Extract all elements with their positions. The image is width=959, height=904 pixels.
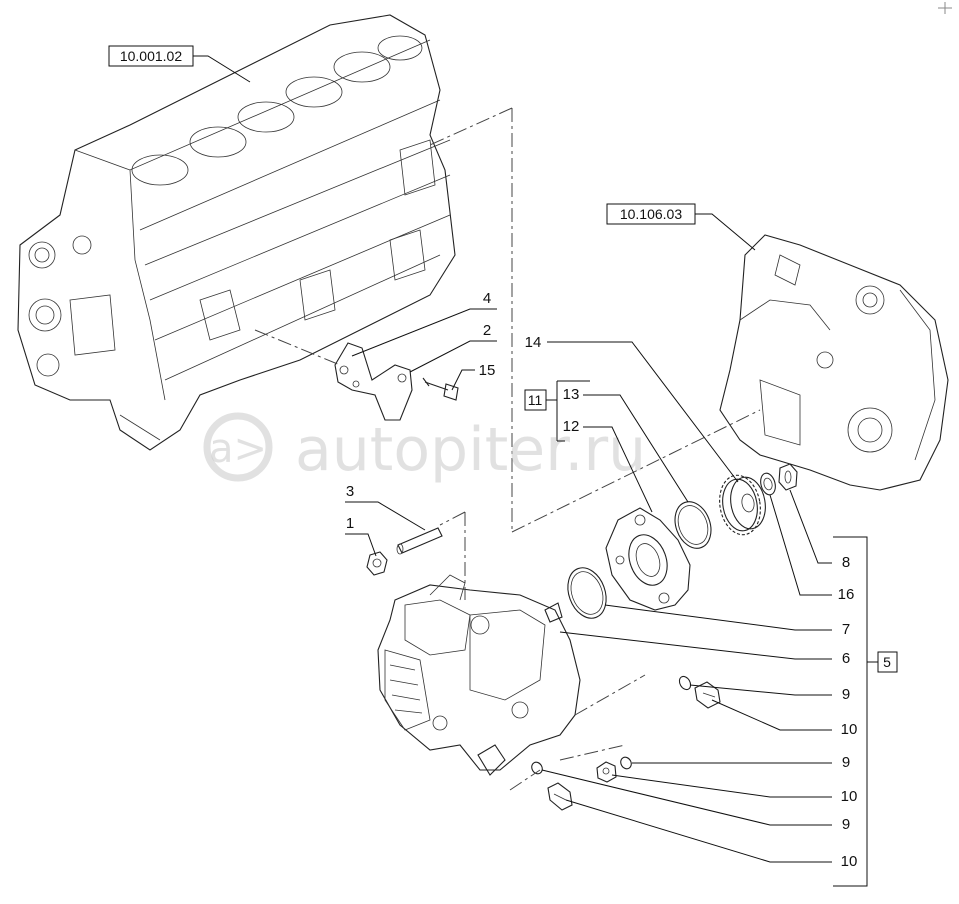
ref-timing-cover[interactable]: 10.106.03 [606, 203, 756, 251]
svg-text:15: 15 [479, 362, 496, 379]
svg-text:13: 13 [563, 386, 580, 403]
svg-text:12: 12 [563, 418, 580, 435]
svg-text:4: 4 [483, 290, 491, 307]
svg-text:11: 11 [528, 392, 543, 408]
svg-text:8: 8 [842, 554, 850, 571]
fitting-10b [596, 761, 617, 783]
svg-text:10: 10 [841, 853, 858, 870]
seal-ring-9b [620, 756, 632, 770]
svg-text:7: 7 [842, 621, 850, 638]
callout-2[interactable]: 2 [409, 322, 497, 373]
callout-13[interactable]: 13 [563, 386, 689, 503]
svg-text:16: 16 [838, 586, 855, 603]
svg-text:14: 14 [525, 334, 542, 351]
callout-10a[interactable]: 10 [711, 699, 858, 738]
callout-12[interactable]: 12 [563, 418, 653, 513]
alignment-lines [254, 107, 761, 791]
o-ring-13 [674, 501, 712, 549]
callout-16[interactable]: 16 [769, 494, 855, 603]
watermark-logo-icon: a> [209, 426, 267, 472]
timing-cover [719, 234, 949, 491]
callout-1[interactable]: 1 [345, 515, 377, 557]
callout-8[interactable]: 8 [789, 489, 850, 571]
svg-text:6: 6 [842, 650, 850, 667]
fitting-10c [547, 782, 573, 811]
svg-text:9: 9 [842, 816, 850, 833]
svg-text:2: 2 [483, 322, 491, 339]
svg-text:1: 1 [346, 515, 354, 532]
engine-block [17, 14, 456, 451]
pump-bracket [334, 342, 413, 421]
svg-text:9: 9 [842, 686, 850, 703]
seal-ring-9a [678, 675, 692, 691]
callout-9a[interactable]: 9 [689, 684, 850, 703]
ref-engine-block[interactable]: 10.001.02 [108, 45, 251, 83]
svg-text:10: 10 [841, 788, 858, 805]
callout-6[interactable]: 6 [559, 631, 850, 667]
callout-9c[interactable]: 9 [541, 769, 850, 833]
svg-text:9: 9 [842, 754, 850, 771]
seal-ring-9c [531, 761, 543, 775]
callout-3[interactable]: 3 [345, 483, 426, 531]
nut [366, 551, 388, 576]
fitting-10a [694, 681, 721, 709]
callout-10b[interactable]: 10 [611, 774, 858, 805]
washer-16 [760, 472, 776, 496]
callout-5[interactable]: 5 [833, 536, 898, 887]
high-pressure-pump [377, 574, 581, 776]
callout-4[interactable]: 4 [351, 290, 497, 357]
ref-timing-cover-text: 10.106.03 [620, 206, 682, 222]
watermark: a> autopiter.ru [203, 412, 646, 485]
callout-9b[interactable]: 9 [632, 754, 850, 771]
watermark-text: autopiter.ru [295, 415, 646, 485]
svg-text:5: 5 [883, 654, 891, 670]
svg-text:10: 10 [841, 721, 858, 738]
callout-14[interactable]: 14 [525, 334, 739, 483]
callout-7[interactable]: 7 [604, 604, 850, 638]
ref-engine-block-text: 10.001.02 [120, 48, 182, 64]
corner-mark-icon [938, 2, 952, 14]
stud [396, 527, 443, 555]
callout-15[interactable]: 15 [451, 362, 496, 391]
o-ring-7 [567, 567, 607, 619]
svg-text:3: 3 [346, 483, 354, 500]
callout-10c[interactable]: 10 [565, 799, 858, 870]
gear-nut-8 [778, 463, 798, 491]
flange-12 [605, 507, 691, 611]
callout-11[interactable]: 11 [524, 380, 590, 442]
